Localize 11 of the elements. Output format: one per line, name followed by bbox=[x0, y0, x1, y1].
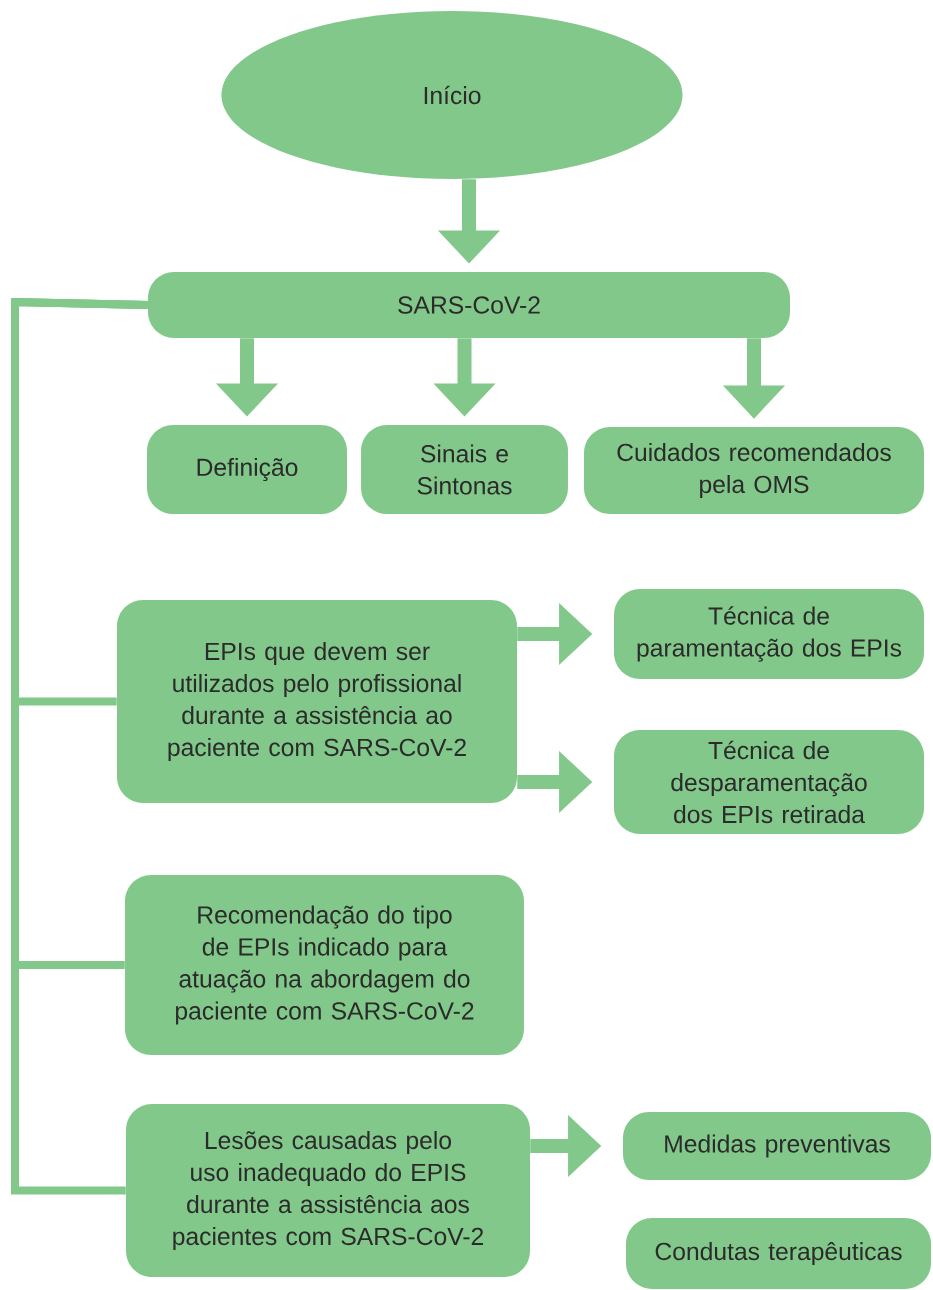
process-box: Sinais e Sintonas bbox=[361, 425, 568, 515]
process-box: Lesões causadas pelo uso inadequado do EPIS durante a assistência aos pacientes com SARS-CoV-2 bbox=[126, 1104, 530, 1278]
process-box: Medidas preventivas bbox=[623, 1112, 931, 1180]
process-box: SARS-CoV-2 bbox=[148, 272, 790, 338]
process-box: Recomendação do tipo de EPIs indicado para atuação na abordagem do paciente com SARS-CoV-2 bbox=[125, 875, 524, 1055]
process-box: Definição bbox=[147, 425, 347, 515]
process-box: Técnica de paramentação dos EPIs bbox=[614, 589, 924, 679]
process-box: Condutas terapêuticas bbox=[625, 1218, 932, 1289]
process-box: Cuidados recomendados pela OMS bbox=[584, 427, 924, 514]
process-box: EPIs que devem ser utilizados pelo profissional durante a assistência ao paciente com SARS-CoV-2 bbox=[117, 600, 517, 803]
process-box: Técnica de desparamentação dos EPIs retirada bbox=[614, 730, 924, 834]
